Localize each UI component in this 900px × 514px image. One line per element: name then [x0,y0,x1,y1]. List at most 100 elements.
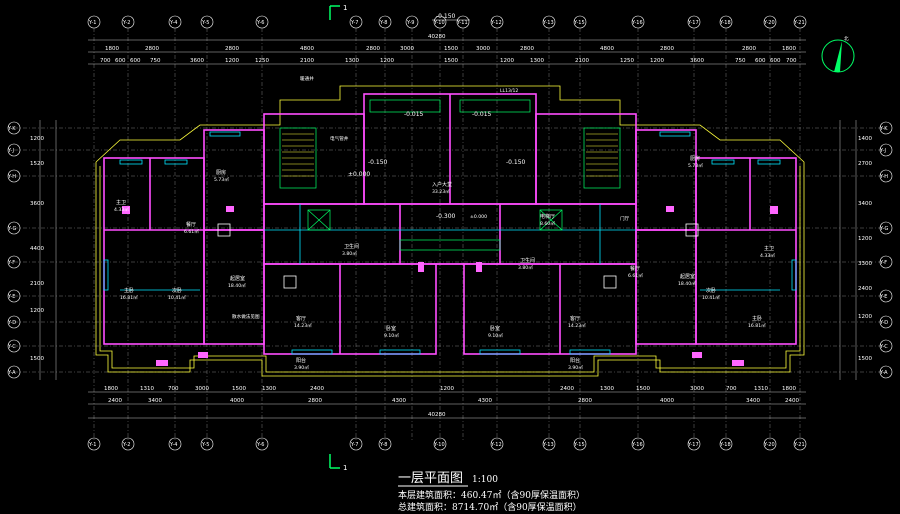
room-name: 餐厅 [186,221,196,228]
axis-bubbles-side [7,121,893,379]
stairs-and-elevators [279,99,621,251]
axis-label: Y-15 [573,20,585,26]
svg-text:1200: 1200 [440,386,454,392]
svg-text:2400: 2400 [785,398,799,404]
section-number: 1 [343,464,347,472]
svg-text:1200: 1200 [30,308,44,314]
overall-dimension: 40280 [428,34,446,40]
room-area: 8.60㎡ [540,220,555,227]
elevation-hall: -0.300 [436,213,456,220]
room-area: 10.41㎡ [168,294,186,301]
axis-label: Y-J [879,148,886,154]
svg-text:2100: 2100 [30,281,44,287]
room-area: 6.61㎡ [184,228,199,235]
svg-text:3000: 3000 [476,46,490,52]
svg-text:1400: 1400 [858,136,872,142]
svg-text:1800: 1800 [782,46,796,52]
room-area: 3.80㎡ [342,250,357,257]
room-name: 客厅 [296,315,306,322]
svg-text:700: 700 [100,58,111,64]
room-area: 4.33㎡ [760,252,775,259]
axis-label: Y-7 [350,20,358,26]
svg-text:1200: 1200 [858,236,872,242]
room-area: 4.33㎡ [114,206,129,213]
svg-text:2800: 2800 [225,46,239,52]
room-name: 电梯厅 [540,213,555,220]
svg-text:4000: 4000 [230,398,244,404]
axis-label: Y-6 [256,442,264,448]
axis-label: Y-A [879,370,888,376]
room-name: 阳台 [570,357,580,364]
axis-label: Y-12 [490,442,502,448]
svg-text:2400: 2400 [560,386,574,392]
svg-text:700: 700 [726,386,737,392]
svg-text:1800: 1800 [105,46,119,52]
svg-text:1800: 1800 [104,386,118,392]
axis-label: Y-5 [201,20,209,26]
dimension-texts: 40280 40280 1800 2800 2800 4800 2800 300… [30,34,872,418]
elevation-hall-note: ±0.000 [470,214,487,220]
room-area: 10.41㎡ [702,294,720,301]
svg-text:4800: 4800 [600,46,614,52]
axis-label: Y-11 [456,20,468,26]
svg-text:600: 600 [115,58,126,64]
svg-text:1500: 1500 [444,46,458,52]
axis-label: Y-17 [687,442,699,448]
svg-text:1500: 1500 [30,356,44,362]
elevation-stair: -0.015 [472,111,492,118]
axis-label: Y-E [7,294,15,300]
svg-text:1500: 1500 [444,58,458,64]
axis-label: Y-7 [350,442,358,448]
svg-text:3000: 3000 [690,386,704,392]
svg-text:2800: 2800 [145,46,159,52]
axis-label: Y-13 [542,442,554,448]
svg-text:1310: 1310 [754,386,768,392]
svg-text:1200: 1200 [380,58,394,64]
room-area: 16.81㎡ [748,322,766,329]
room-name: 次卧 [172,287,182,294]
svg-text:3400: 3400 [148,398,162,404]
axis-label: Y-6 [256,20,264,26]
room-name: 次卧 [706,287,716,294]
axis-label: Y-F [7,260,15,266]
svg-text:2800: 2800 [366,46,380,52]
axis-label: Y-4 [169,20,177,26]
svg-text:2800: 2800 [520,46,534,52]
svg-text:2700: 2700 [858,161,872,167]
room-name: 起居室 [230,275,245,282]
room-area: 3.80㎡ [518,264,533,271]
axis-label: Y-16 [631,442,643,448]
axis-label: Y-5 [201,442,209,448]
axis-label: Y-H [7,174,16,180]
axis-label: Y-K [7,126,16,132]
note-text: LL13/12 [500,88,518,94]
floor-area-line: 本层建筑面积：460.47㎡（含90厚保温面积） [398,489,585,501]
svg-text:3300: 3300 [858,261,872,267]
svg-text:4800: 4800 [300,46,314,52]
svg-text:1200: 1200 [30,136,44,142]
axis-label: Y-2 [122,442,130,448]
axis-label: Y-F [879,260,887,266]
axis-label: Y-10 [433,20,445,26]
svg-text:1200: 1200 [225,58,239,64]
svg-text:2800: 2800 [578,398,592,404]
axis-label: Y-17 [687,20,699,26]
svg-text:1200: 1200 [858,314,872,320]
elevation-top: -0.150 [436,13,456,20]
room-name: 卧室 [490,325,500,332]
north-label: 北 [844,35,849,42]
svg-text:4000: 4000 [660,398,674,404]
svg-text:750: 750 [735,58,746,64]
svg-text:1310: 1310 [140,386,154,392]
elevation-landing: -0.150 [368,159,388,166]
svg-text:1300: 1300 [262,386,276,392]
elevation-stair: -0.015 [404,111,424,118]
svg-text:3400: 3400 [746,398,760,404]
axis-label: Y-10 [433,442,445,448]
room-name: 起居室 [680,273,695,280]
svg-text:2100: 2100 [575,58,589,64]
svg-text:4400: 4400 [30,246,44,252]
axis-label: Y-A [7,370,16,376]
axis-label: Y-1 [88,20,96,26]
